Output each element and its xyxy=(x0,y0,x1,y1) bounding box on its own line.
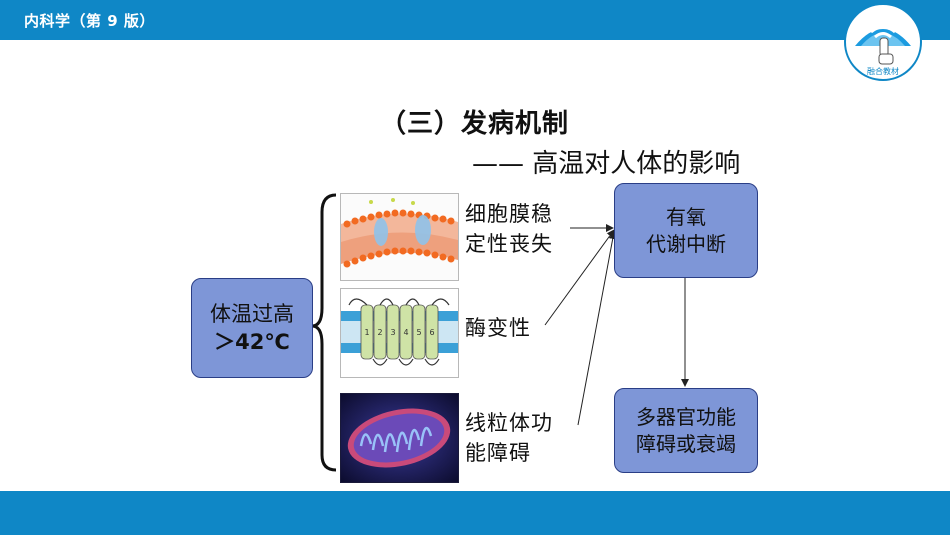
segment-label: 3 xyxy=(390,328,395,337)
aerobic-line1: 有氧 xyxy=(666,204,706,229)
effect-label-enzyme: 酶变性 xyxy=(465,313,531,343)
arrow-enzyme-to-aerobic xyxy=(544,229,615,326)
cause-line2: ＞42℃ xyxy=(214,330,290,354)
cell-membrane-image xyxy=(340,193,459,281)
mitochondria-image xyxy=(340,393,459,483)
organ-line1: 多器官功能 xyxy=(636,404,736,429)
effect-label-mitochondria: 线粒体功 能障碍 xyxy=(465,408,553,469)
aerobic-metabolism-box: 有氧 代谢中断 xyxy=(614,183,758,278)
segment-label: 6 xyxy=(429,328,434,337)
arrow-mito-to-aerobic xyxy=(577,231,617,426)
slide-subheading: —— 高温对人体的影响 xyxy=(472,149,741,179)
effect-mito-line1: 线粒体功 xyxy=(465,411,553,435)
top-bar: 内科学（第 9 版） xyxy=(0,0,950,40)
effect-membrane-line2: 定性丧失 xyxy=(465,232,553,257)
organ-failure-box: 多器官功能 障碍或衰竭 xyxy=(614,388,758,473)
logo-text: 融合教材 xyxy=(867,66,899,76)
cause-line1: 体温过高 xyxy=(210,301,294,326)
curly-brace xyxy=(311,193,337,472)
segment-label: 1 xyxy=(364,328,369,337)
bottom-bar xyxy=(0,491,950,535)
slide-heading: （三）发病机制 xyxy=(380,109,570,139)
aerobic-line2: 代谢中断 xyxy=(646,231,726,256)
segment-label: 5 xyxy=(416,328,421,337)
cause-box: 体温过高 ＞42℃ xyxy=(191,278,313,378)
effect-enzyme-line1: 酶变性 xyxy=(465,316,531,340)
effect-mito-line2: 能障碍 xyxy=(465,441,531,466)
book-title: 内科学（第 9 版） xyxy=(24,12,155,30)
protein-channel-image: 1 2 3 4 5 6 xyxy=(340,288,459,378)
effect-label-membrane: 细胞膜稳 定性丧失 xyxy=(465,199,553,260)
segment-label: 4 xyxy=(403,328,408,337)
segment-label: 2 xyxy=(377,328,382,337)
organ-line2: 障碍或衰竭 xyxy=(636,431,736,456)
effect-membrane-line1: 细胞膜稳 xyxy=(465,202,553,226)
textbook-logo: 融合教材 xyxy=(844,3,922,81)
